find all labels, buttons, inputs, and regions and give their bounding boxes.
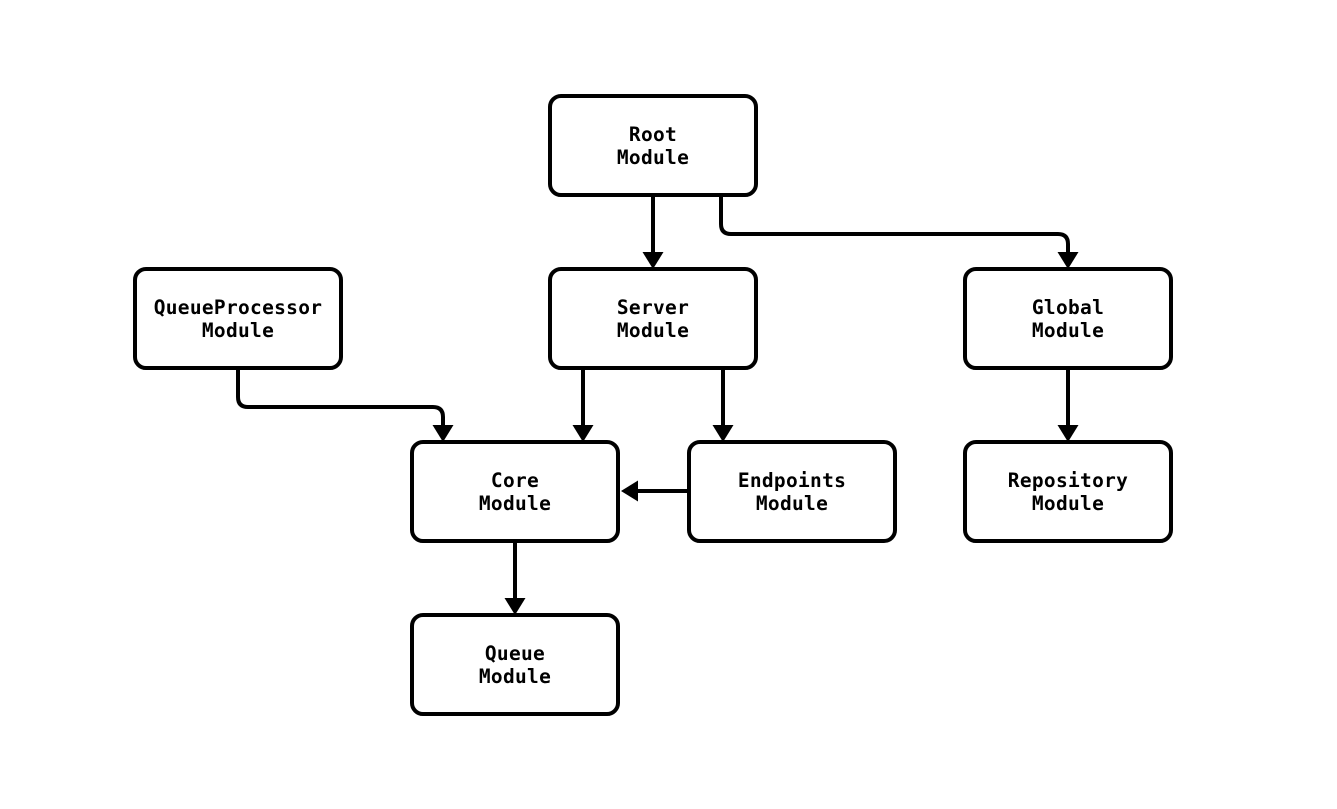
arrowhead-server-endpoints bbox=[712, 425, 734, 442]
node-label-line1: Root bbox=[628, 122, 678, 146]
edge-root-global bbox=[719, 197, 1070, 252]
node-label-line1: Endpoints bbox=[737, 468, 847, 492]
node-label-line2: Module bbox=[755, 491, 829, 515]
node-label-line2: Module bbox=[201, 318, 275, 342]
arrowhead-core-queue bbox=[504, 598, 526, 615]
arrowhead-root-global bbox=[1057, 252, 1079, 269]
node-label-line1: Queue bbox=[484, 641, 546, 665]
node-label-line2: Module bbox=[616, 145, 690, 169]
edge-queueprocessor-core bbox=[236, 370, 445, 425]
node-label-line2: Module bbox=[1031, 491, 1105, 515]
arrowhead-endpoints-core bbox=[621, 480, 638, 502]
node-label-line2: Module bbox=[1031, 318, 1105, 342]
node-label-line1: QueueProcessor bbox=[153, 295, 323, 319]
node-label-line1: Core bbox=[490, 468, 540, 492]
node-label-line2: Module bbox=[478, 491, 552, 515]
node-label-line1: Repository bbox=[1007, 468, 1129, 492]
node-label-line1: Global bbox=[1031, 295, 1105, 319]
arrowhead-server-core bbox=[572, 425, 594, 442]
arrowhead-global-repository bbox=[1057, 425, 1079, 442]
node-label-line2: Module bbox=[478, 664, 552, 688]
node-label-line2: Module bbox=[616, 318, 690, 342]
node-label-line1: Server bbox=[616, 295, 690, 319]
arrowhead-root-server bbox=[642, 252, 664, 269]
arrowhead-queueprocessor-core bbox=[432, 425, 454, 442]
